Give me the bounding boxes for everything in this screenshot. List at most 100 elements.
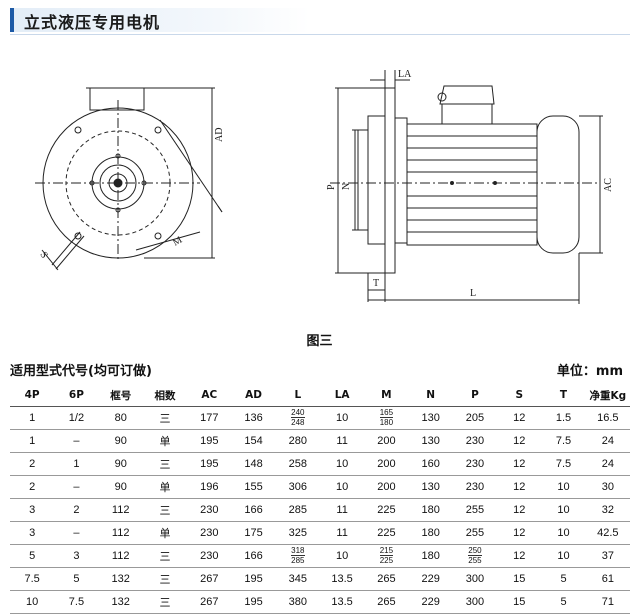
table-cell: 155 [231,475,276,499]
table-cell: 10 [541,544,586,568]
table-cell: 230 [452,452,498,476]
table-cell: 5 [10,544,55,568]
dim-label-la: LA [398,69,412,80]
table-cell: 3 [10,498,55,522]
header-divider [10,34,630,35]
table-cell: 10 [10,590,55,614]
column-header: 框号 [98,384,143,407]
table-cell: 345 [275,567,320,591]
table-cell: 12 [497,452,542,476]
column-header: P [452,384,498,407]
table-cell: 205 [452,406,498,430]
table-cell: 255 [452,521,498,545]
table-cell: 200 [364,429,409,453]
table-cell: 1 [10,406,55,430]
table-cell: 32 [585,498,630,522]
table-cell: 71 [585,590,630,614]
table-cell: 10 [541,521,586,545]
table-cell: 1.5 [541,406,586,430]
table-cell: 265 [364,567,409,591]
column-header: M [364,384,409,407]
table-cell: 42.5 [585,521,630,545]
table-cell: 230 [452,429,498,453]
table-cell: 229 [408,590,453,614]
table-cell: 三 [142,452,188,476]
section-header-band [10,8,310,32]
table-title: 适用型式代号(均可订做) [10,364,152,379]
table-cell: 12 [497,544,542,568]
column-header: S [497,384,542,407]
dim-label-l: L [470,288,476,299]
table-cell: 11 [319,429,365,453]
column-header: AC [187,384,232,407]
table-cell: 3 [10,521,55,545]
table-cell: 255 [452,498,498,522]
table-cell: 166 [231,498,276,522]
table-cell: 300 [452,567,498,591]
section-title: 立式液压专用电机 [24,13,161,32]
column-header: 6P [54,384,99,407]
table-cell: 325 [275,521,320,545]
table-cell: 300 [452,590,498,614]
table-cell: 10 [541,498,586,522]
table-cell: 10 [319,475,365,499]
column-header: L [275,384,320,407]
side-view [330,70,603,304]
table-cell: 380 [275,590,320,614]
table-cell: 230 [187,498,232,522]
table-cell: 200 [364,475,409,499]
table-cell: 177 [187,406,232,430]
table-cell: 10 [319,406,365,430]
table-cell: 196 [187,475,232,499]
dim-label-n: N [341,183,352,190]
table-cell: 1 [10,429,55,453]
table-cell: 13.5 [319,567,365,591]
table-cell: 180 [408,544,453,568]
table-cell: 三 [142,567,188,591]
table-cell: 225 [364,498,409,522]
table-cell: 7.5 [54,590,99,614]
table-cell: 5 [541,590,586,614]
table-cell: 229 [408,567,453,591]
table-cell: 230 [187,544,232,568]
table-cell: 11 [319,521,365,545]
column-header: AD [231,384,276,407]
table-cell: 24 [585,452,630,476]
table-cell: 265 [364,590,409,614]
column-header: N [408,384,453,407]
table-cell: 195 [187,452,232,476]
table-cell: 61 [585,567,630,591]
table-cell: 1 [54,452,99,476]
table-cell: 单 [142,429,188,453]
front-view [35,87,223,271]
table-cell: 3 [54,544,99,568]
dim-label-s: S [37,250,49,260]
table-cell: 148 [231,452,276,476]
column-header: 净重Kg [585,384,630,407]
table-cell: 30 [585,475,630,499]
unit-label: 单位：mm [556,364,623,379]
table-cell: 37 [585,544,630,568]
table-cell: 24 [585,429,630,453]
table-cell: 285 [275,498,320,522]
table-cell: 175 [231,521,276,545]
table-cell: 112 [98,521,143,545]
dim-label-ad: AD [214,128,225,142]
table-cell: 160 [408,452,453,476]
column-header: T [541,384,586,407]
table-cell: 132 [98,567,143,591]
table-cell: 90 [98,429,143,453]
table-cell: 5 [541,567,586,591]
